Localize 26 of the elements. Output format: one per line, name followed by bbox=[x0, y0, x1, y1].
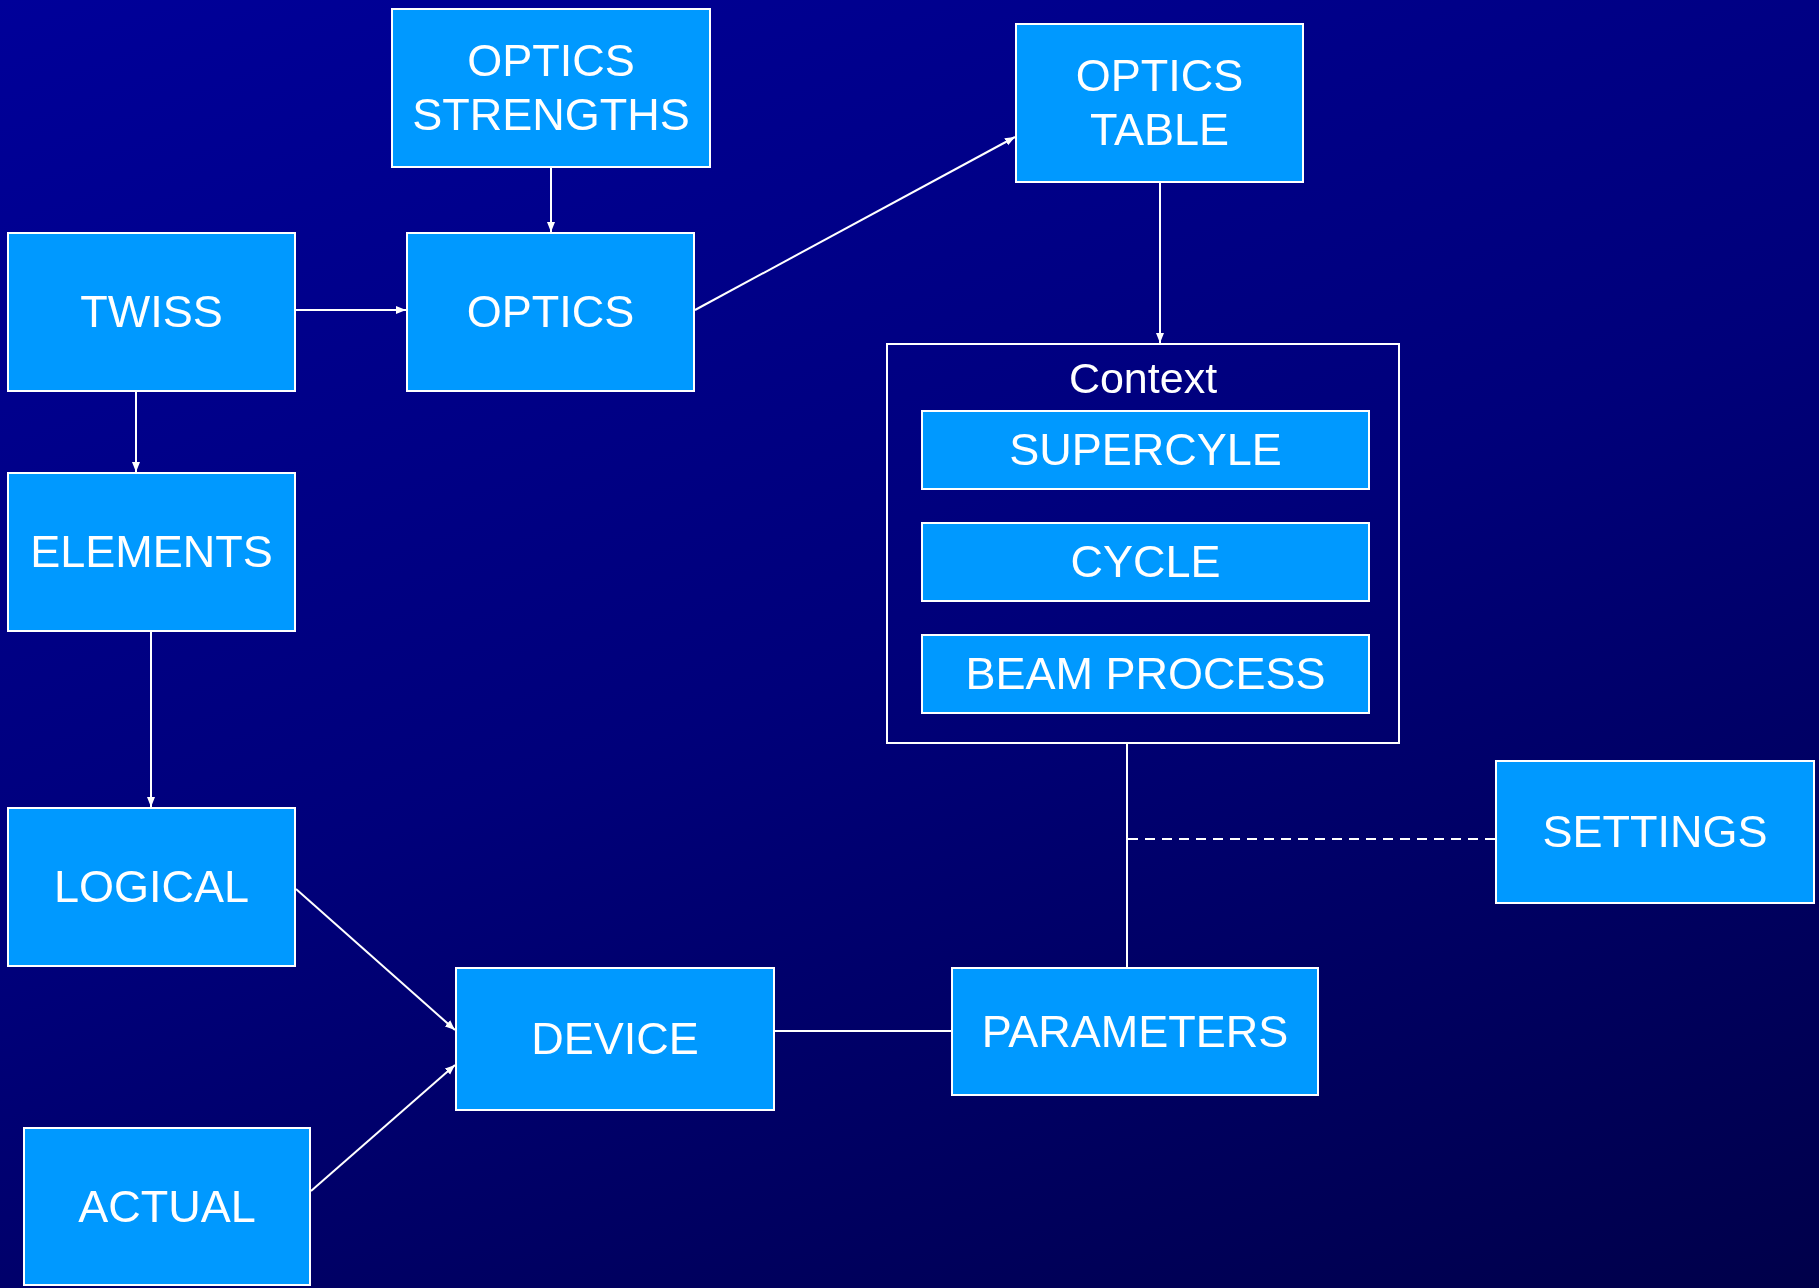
process-box: OPTICS bbox=[406, 232, 695, 392]
connector-line bbox=[1126, 743, 1128, 968]
process-box: ACTUAL bbox=[23, 1127, 311, 1286]
process-box: DEVICE bbox=[455, 967, 775, 1111]
process-box: OPTICS TABLE bbox=[1015, 23, 1304, 183]
connector-line bbox=[1126, 838, 1496, 840]
arrow bbox=[547, 167, 555, 233]
arrow bbox=[295, 888, 456, 1031]
process-box: BEAM PROCESS bbox=[921, 634, 1370, 714]
group-frame bbox=[886, 343, 1400, 744]
process-box: PARAMETERS bbox=[951, 967, 1319, 1096]
process-box: LOGICAL bbox=[7, 807, 296, 967]
process-box: ELEMENTS bbox=[7, 472, 296, 632]
process-box: SUPERCYLE bbox=[921, 410, 1370, 490]
arrow bbox=[694, 136, 1016, 311]
arrow bbox=[1156, 182, 1164, 344]
arrow bbox=[147, 631, 155, 808]
arrow bbox=[295, 306, 407, 314]
arrow bbox=[310, 1064, 456, 1192]
group-title: Context bbox=[1068, 355, 1218, 403]
process-box: SETTINGS bbox=[1495, 760, 1815, 904]
process-box: CYCLE bbox=[921, 522, 1370, 602]
connector-line bbox=[774, 1030, 952, 1032]
process-box: OPTICS STRENGTHS bbox=[391, 8, 711, 168]
process-box: TWISS bbox=[7, 232, 296, 392]
arrow bbox=[132, 391, 140, 473]
